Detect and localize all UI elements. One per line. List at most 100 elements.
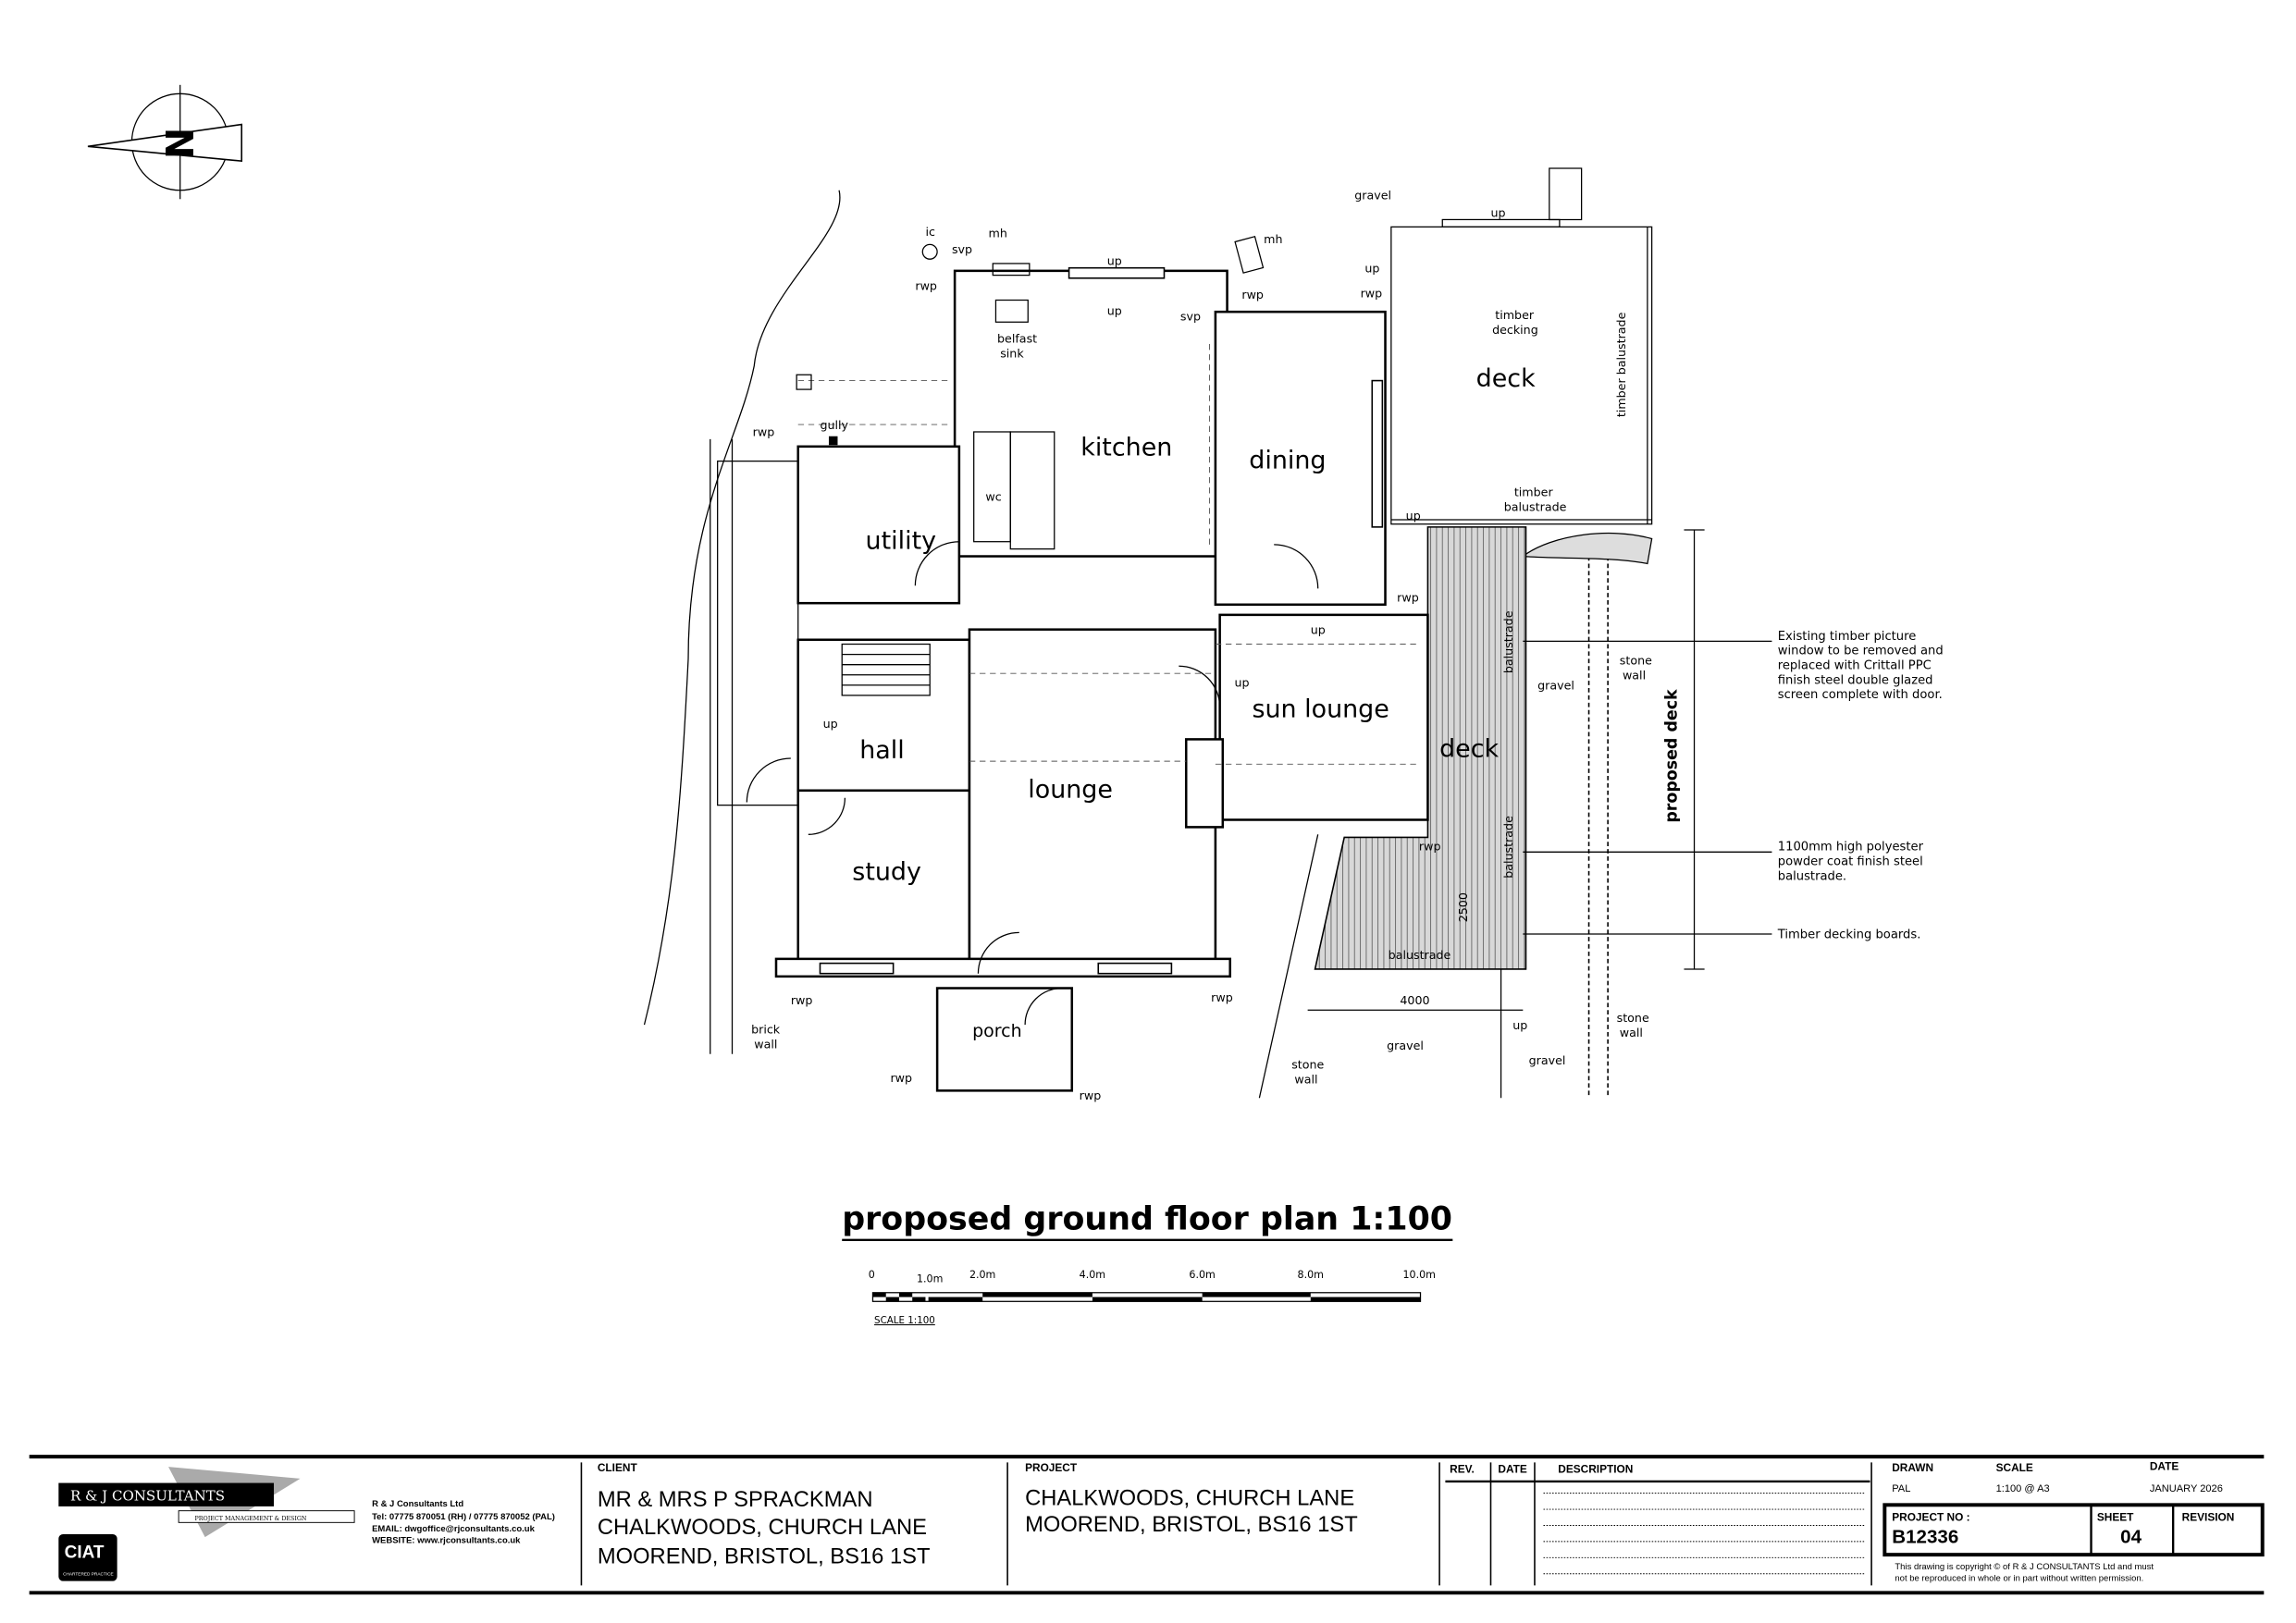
room-label-hall: hall	[859, 736, 905, 765]
description-header: DESCRIPTION	[1558, 1462, 1633, 1475]
company-tel: Tel: 07775 870051 (RH) / 07775 870052 (P…	[372, 1512, 555, 1522]
title-block: R & J CONSULTANTS PROJECT MANAGEMENT & D…	[29, 1455, 2265, 1595]
ciat-sub: CHARTERED PRACTICE	[63, 1571, 114, 1577]
label-stone-wall: stone	[1617, 1011, 1649, 1025]
room-label-dining: dining	[1249, 447, 1326, 475]
scale-value: 1:100 @ A3	[1996, 1483, 2050, 1494]
note-line: finish steel double glazed	[1778, 673, 1933, 687]
note-line: Existing timber picture	[1778, 630, 1917, 644]
company-name: R & J Consultants Ltd	[372, 1499, 463, 1509]
note-line: screen complete with door.	[1778, 688, 1943, 702]
project-no-header: PROJECT NO :	[1892, 1511, 1969, 1524]
sheet-value: 04	[2120, 1526, 2142, 1547]
label-up: up	[823, 717, 838, 731]
label-up: up	[1512, 1018, 1527, 1032]
project-no: B12336	[1892, 1526, 1958, 1547]
label-gravel: gravel	[1354, 188, 1391, 202]
company-email: EMAIL: dwgoffice@rjconsultants.co.uk	[372, 1524, 535, 1534]
label-up: up	[1364, 261, 1379, 275]
rev-header: REV.	[1450, 1462, 1475, 1475]
client-header: CLIENT	[598, 1461, 638, 1474]
label-mh: mh	[989, 226, 1007, 240]
label-svp: svp	[1180, 310, 1201, 324]
room-label-utility: utility	[866, 527, 937, 556]
label-gravel: gravel	[1537, 679, 1574, 693]
label-stone-wall: wall	[1294, 1072, 1317, 1086]
label-mh: mh	[1264, 232, 1282, 246]
label-up: up	[1234, 675, 1249, 689]
label-belfast-sink: sink	[1000, 346, 1024, 360]
room-label-deck-lower: deck	[1439, 734, 1499, 763]
label-timber-balustrade: timber	[1514, 486, 1554, 499]
label-ic: ic	[925, 225, 935, 239]
project-header: PROJECT	[1025, 1461, 1078, 1474]
dimension-4000: 4000	[1400, 993, 1429, 1007]
label-up: up	[1107, 303, 1122, 317]
note-line: replaced with Crittall PPC	[1778, 658, 1932, 672]
project-line: MOOREND, BRISTOL, BS16 1ST	[1025, 1513, 1358, 1537]
date-value: JANUARY 2026	[2150, 1483, 2223, 1494]
proposed-deck-area	[1314, 526, 1527, 970]
dimension-proposed-deck: proposed deck	[1663, 689, 1682, 823]
label-up: up	[1107, 254, 1122, 268]
date-header: DATE	[1498, 1462, 1526, 1475]
plan-annotations: gravel up up rwp timber decking timber b…	[751, 188, 1705, 1102]
room-label-deck-upper: deck	[1476, 364, 1536, 393]
client-line: MOOREND, BRISTOL, BS16 1ST	[598, 1545, 931, 1569]
scale-tick: 6.0m	[1189, 1269, 1215, 1281]
revision-header: REVISION	[2182, 1511, 2235, 1524]
north-label: N	[156, 128, 201, 159]
label-svp: svp	[952, 242, 972, 256]
label-balustrade: balustrade	[1389, 948, 1451, 962]
label-rwp: rwp	[1080, 1088, 1102, 1102]
building-walls	[717, 263, 1429, 1092]
label-rwp: rwp	[1211, 990, 1233, 1004]
label-stone-wall: stone	[1291, 1058, 1324, 1072]
brick-wall-line	[710, 438, 734, 1054]
label-rwp: rwp	[890, 1071, 912, 1085]
room-label-wc: wc	[985, 489, 1001, 503]
label-gravel: gravel	[1387, 1039, 1424, 1052]
label-timber-decking: timber	[1495, 308, 1535, 322]
label-rwp: rwp	[1361, 286, 1383, 300]
label-rwp: rwp	[915, 278, 937, 292]
label-up: up	[1490, 205, 1505, 219]
label-rwp: rwp	[753, 425, 775, 439]
note-line: Timber decking boards.	[1777, 928, 1921, 942]
room-label-sun-lounge: sun lounge	[1252, 695, 1389, 724]
label-belfast-sink: belfast	[997, 331, 1037, 345]
drawn-header: DRAWN	[1892, 1461, 1933, 1474]
room-label-lounge: lounge	[1028, 776, 1113, 805]
site-boundary	[643, 190, 841, 1026]
drawn-value: PAL	[1892, 1483, 1910, 1494]
logo-tagline: PROJECT MANAGEMENT & DESIGN	[195, 1516, 307, 1522]
label-stone-wall: wall	[1623, 669, 1646, 682]
label-stone-wall: wall	[1620, 1026, 1643, 1039]
scale-tick: 0	[869, 1269, 875, 1281]
ciat-logo: CIAT	[65, 1543, 105, 1562]
label-timber-decking: decking	[1492, 323, 1538, 337]
label-up: up	[1406, 509, 1421, 523]
company-logo: R & J CONSULTANTS PROJECT MANAGEMENT & D…	[58, 1467, 355, 1581]
stone-wall-right	[1587, 556, 1609, 1099]
note-line: balustrade.	[1778, 869, 1846, 883]
room-label-kitchen: kitchen	[1080, 433, 1172, 461]
copyright-line: This drawing is copyright © of R & J CON…	[1895, 1562, 2154, 1572]
label-rwp: rwp	[1241, 288, 1264, 301]
label-balustrade: balustrade	[1501, 610, 1515, 673]
logo-text: R & J CONSULTANTS	[70, 1488, 225, 1505]
sheet-header: SHEET	[2097, 1511, 2134, 1524]
scale-caption: SCALE 1:100	[874, 1315, 935, 1326]
date-label: DATE	[2150, 1459, 2179, 1472]
room-label-study: study	[852, 857, 921, 886]
label-brick-wall: wall	[754, 1037, 777, 1051]
copyright-line: not be reproduced in whole or in part wi…	[1895, 1574, 2143, 1584]
room-label-porch: porch	[972, 1021, 1022, 1041]
north-arrow-icon: N	[87, 84, 242, 200]
note-line: powder coat finish steel	[1778, 855, 1923, 869]
dimension-2500: 2500	[1456, 892, 1470, 922]
label-balustrade: balustrade	[1501, 816, 1515, 879]
label-gully: gully	[820, 418, 848, 432]
scale-tick: 10.0m	[1403, 1269, 1436, 1281]
label-rwp: rwp	[1397, 591, 1419, 605]
